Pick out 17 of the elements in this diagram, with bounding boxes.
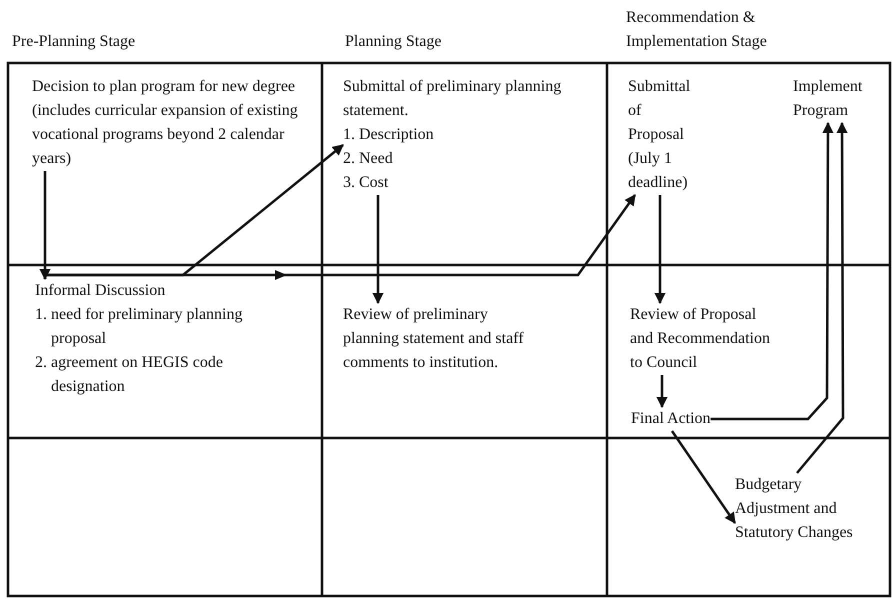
step-heading: Submittal of preliminary planning statement.	[343, 77, 562, 121]
step-text: Final Action	[631, 407, 711, 431]
step-text: Review of Proposal and Recommendation to Council	[630, 303, 780, 375]
step-text: Submittal of Proposal (July 1 deadline)	[628, 75, 700, 195]
step-text: Implement Program	[793, 75, 881, 123]
step-text: Budgetary Adjustment and Statutory Changes	[735, 473, 863, 545]
list-item: 3. Cost	[343, 173, 390, 193]
step-text: Decision to plan program for new degree (includes curricular expansion of existing vocational programs beyond 2 calendar years)	[32, 75, 314, 171]
list-item: 1. need for preliminary planning proposal	[35, 305, 244, 349]
stage-heading: Recommendation & Implementation Stage	[626, 8, 768, 52]
step-heading: Informal Discussion	[35, 281, 166, 301]
list-item: 2. agreement on HEGIS code designation	[35, 353, 224, 397]
step-text: Review of preliminary planning statement and staff comments to institution.	[343, 303, 543, 375]
stage-heading: Planning Stage	[345, 32, 442, 52]
list-item: 1. Description	[343, 125, 435, 145]
list-item: 2. Need	[343, 149, 394, 169]
stage-heading: Pre-Planning Stage	[12, 32, 136, 52]
